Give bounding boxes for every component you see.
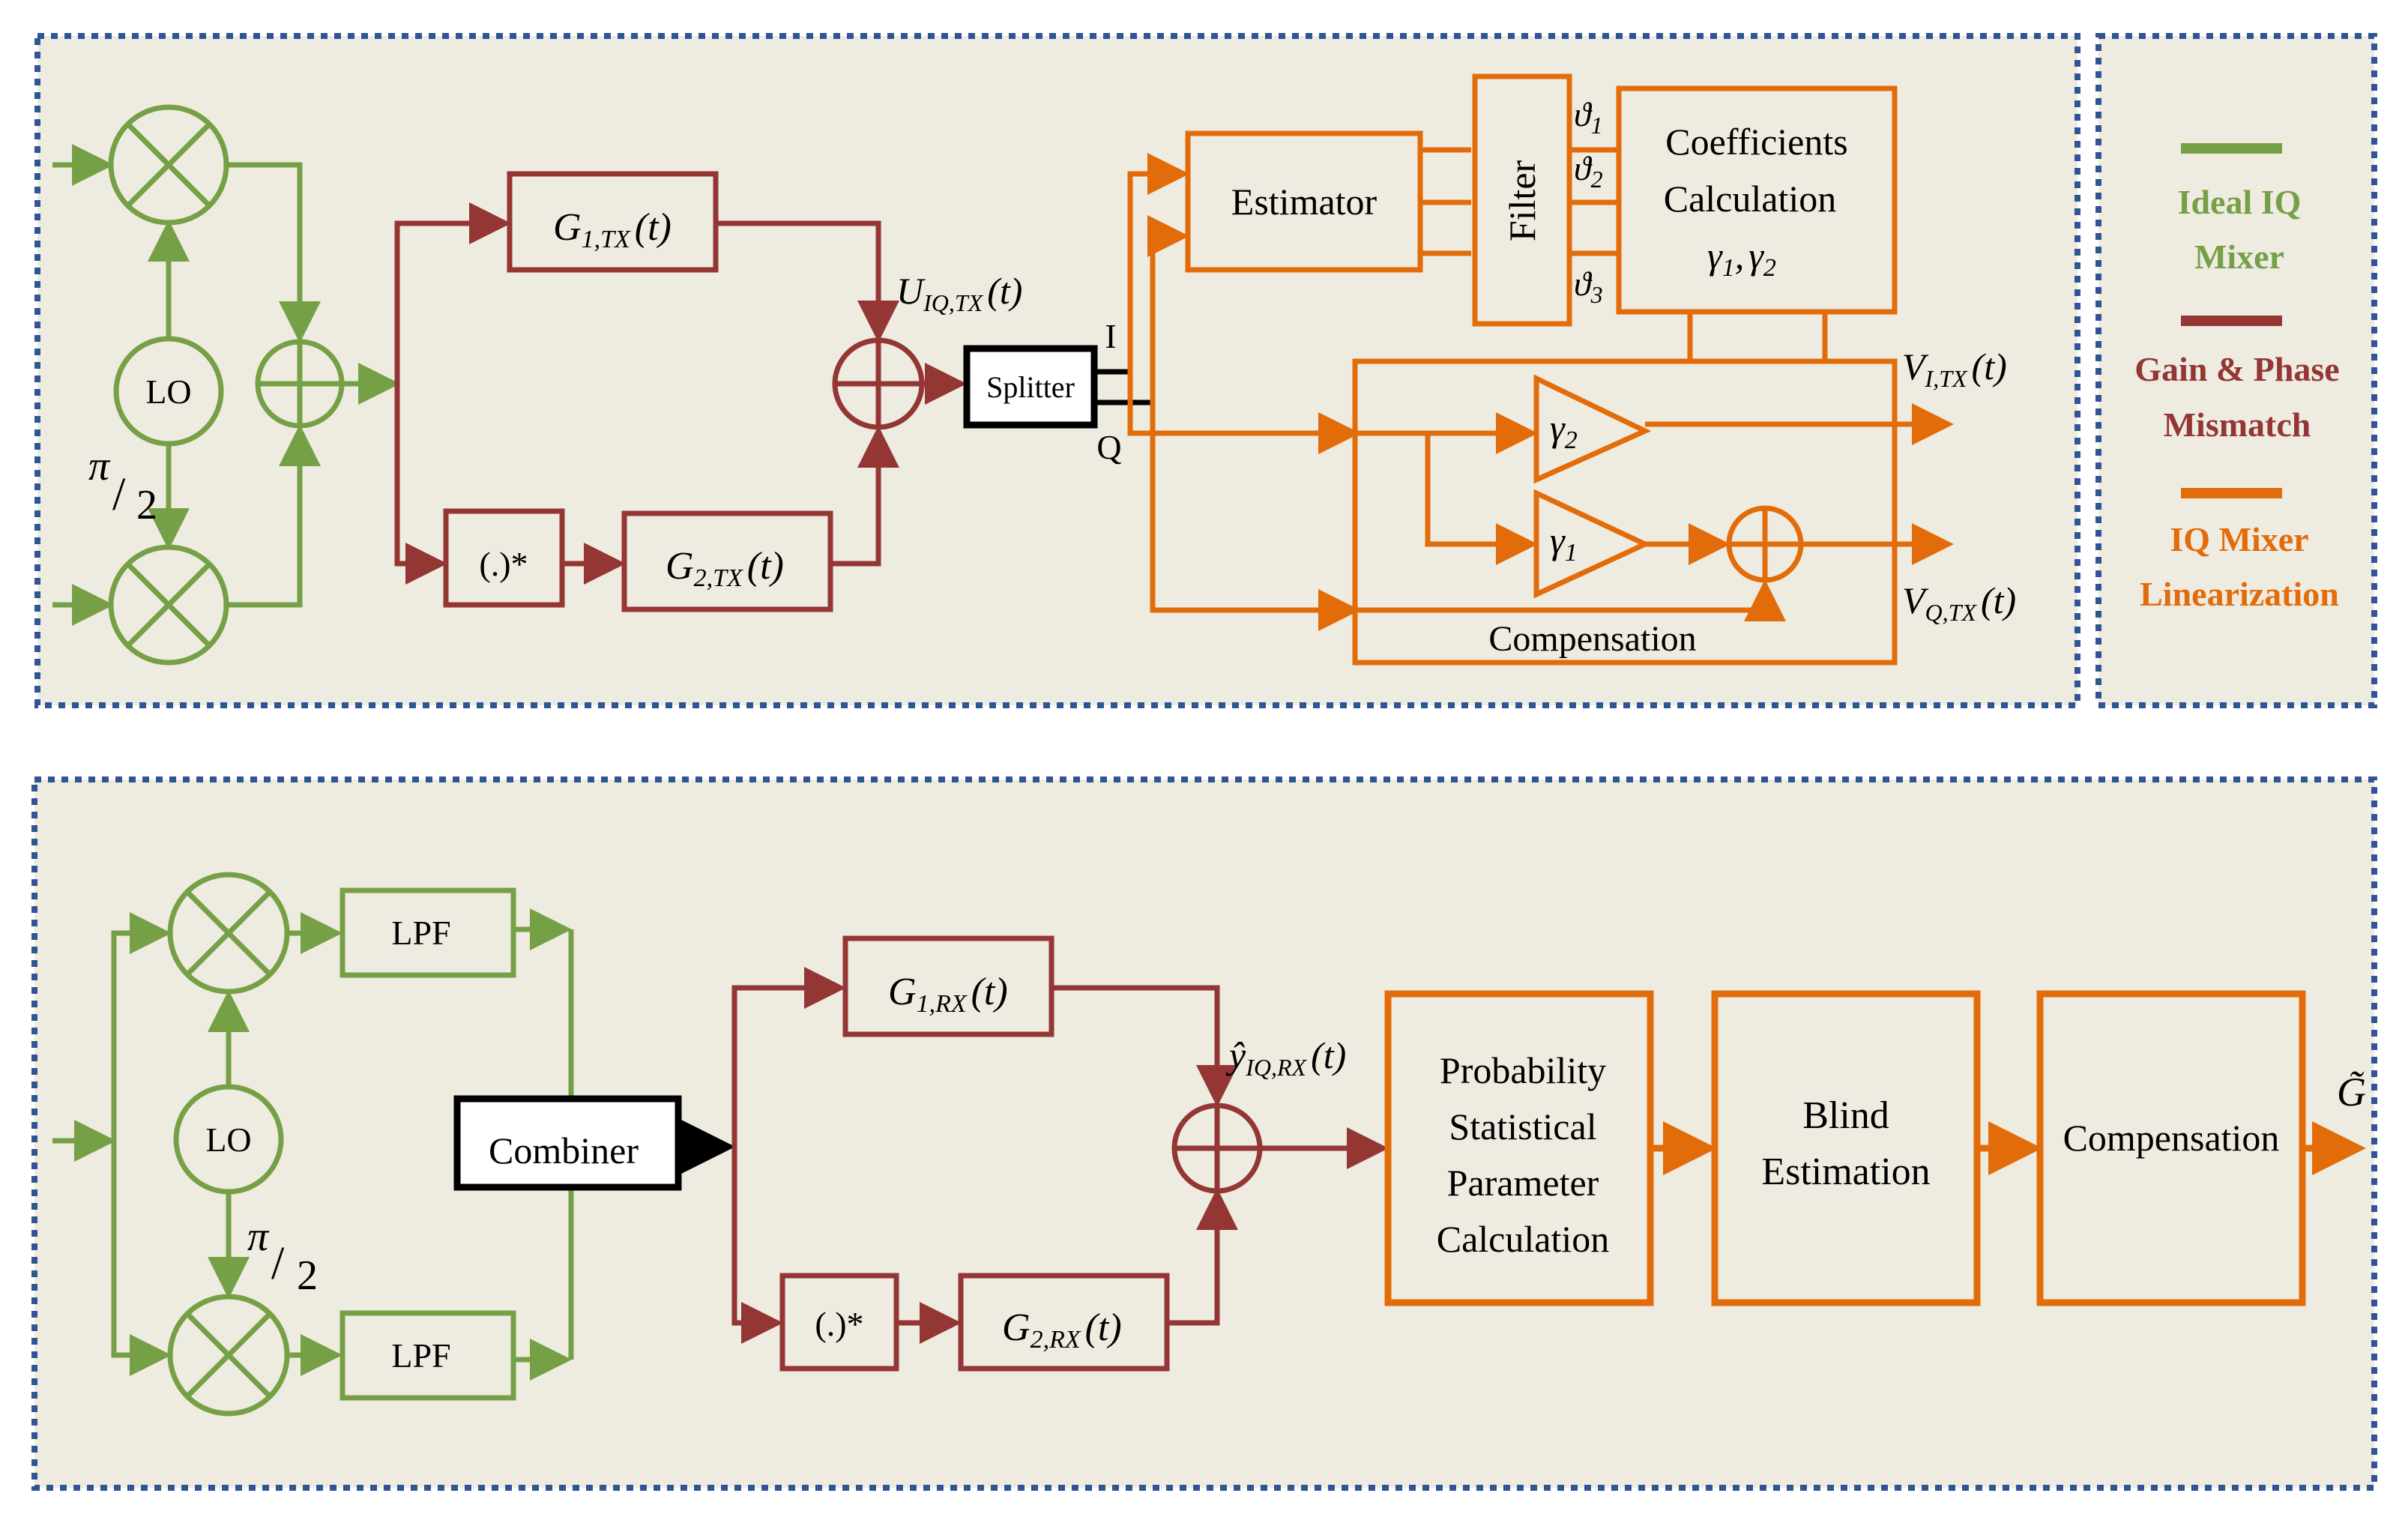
legend-lin-line2: Linearization [2140, 575, 2339, 613]
rx-comp-label: Compensation [2063, 1117, 2280, 1159]
tx-splitter-box [963, 345, 1098, 429]
tx-coef-line1: Coefficients [1665, 121, 1847, 163]
tx-gamma2-label: γ2 [1550, 407, 1578, 454]
tx-ideal-mixer [52, 104, 400, 666]
rx-blind-line2: Estimation [1761, 1150, 1930, 1193]
tx-g2-label: G2,TX(t) [666, 545, 784, 592]
tx-i-label: I [1105, 317, 1116, 355]
tx-q-path [1147, 215, 1189, 402]
tx-gamma1-label: γ1 [1550, 519, 1578, 567]
tx-g2-to-adder [830, 426, 899, 567]
svg-text:UIQ,TX(t): UIQ,TX(t) [896, 270, 1022, 316]
legend-ideal-line1: Ideal IQ [2178, 183, 2302, 221]
tx-compensation-label: Compensation [1488, 619, 1696, 659]
rx-g1-label: G1,RX(t) [888, 971, 1008, 1018]
tx-q-to-comp-adder [1355, 579, 1786, 621]
legend-ideal-line2: Mixer [2194, 238, 2284, 276]
tx-i-to-comp [1127, 372, 1360, 454]
rx-lpf-top-box [340, 887, 516, 978]
rx-g2-to-adder [1167, 1188, 1238, 1326]
tx-theta1: ϑ1 [1574, 95, 1603, 139]
tx-split-to-conj [394, 384, 447, 585]
tx-splitter-label: Splitter [986, 370, 1075, 404]
tx-coef-box [1616, 85, 1898, 315]
rx-linearization [1384, 990, 2366, 1306]
rx-input-to-mixer-bottom [111, 1141, 172, 1376]
rx-panel [31, 776, 2377, 1491]
tx-q-to-comp [1150, 402, 1360, 631]
tx-g1-label: G1,TX(t) [553, 206, 672, 253]
tx-u-label: UIQ,TX(t) [896, 270, 1022, 316]
tx-theta2: ϑ2 [1574, 149, 1603, 193]
tx-vq-label: VQ,TX(t) [1902, 579, 2016, 626]
tx-phase-slash: / [112, 469, 126, 520]
rx-output-label: G̃ [2337, 1070, 2366, 1115]
tx-gamma1-amp [1533, 489, 1652, 599]
svg-text:G1,TX(t): G1,TX(t) [553, 206, 672, 253]
tx-q-label: Q [1096, 428, 1121, 466]
tx-mix-top-to-adder [226, 162, 321, 343]
rx-lpf-bottom-label: LPF [391, 1336, 450, 1375]
tx-conj-box [443, 508, 565, 608]
rx-combiner-label: Combiner [489, 1130, 639, 1171]
rx-phase-pi: π [247, 1213, 270, 1260]
rx-prob-line4: Calculation [1437, 1218, 1610, 1260]
legend-lin-line1: IQ Mixer [2170, 520, 2308, 558]
rx-prob-line3: Parameter [1447, 1162, 1599, 1204]
tx-conj-label: (.)* [479, 545, 528, 583]
tx-split-to-g1 [394, 202, 511, 384]
tx-linearization [1127, 73, 1954, 666]
rx-lpf-bottom-box [340, 1310, 516, 1401]
tx-theta3: ϑ3 [1574, 265, 1603, 308]
tx-phase-pi: π [88, 443, 111, 489]
rx-lo-label: LO [205, 1121, 251, 1159]
tx-i-path [1127, 153, 1189, 372]
tx-comp-branch [1425, 433, 1538, 565]
rx-prob-line2: Statistical [1449, 1106, 1596, 1147]
tx-mismatch [394, 171, 967, 612]
rx-mismatch [731, 935, 1389, 1372]
rx-blind-line1: Blind [1802, 1094, 1889, 1137]
rx-y-label: ŷIQ,RX(t) [1225, 1034, 1346, 1081]
rx-ideal-mixer [52, 872, 574, 1417]
rx-g2-label: G2,RX(t) [1002, 1306, 1122, 1354]
tx-g1-to-adder [716, 220, 899, 343]
tx-coef-gammas: γ1,γ2 [1707, 235, 1776, 282]
tx-mix-bottom-to-adder [226, 424, 321, 608]
tx-filter-label: Filter [1501, 160, 1543, 241]
rx-split-to-g1 [731, 967, 846, 1147]
rx-phase-slash: / [271, 1238, 285, 1289]
rx-split-to-conj [731, 1147, 783, 1344]
legend-mismatch-line2: Mismatch [2164, 405, 2311, 444]
tx-gamma2-amp [1533, 374, 1652, 484]
rx-conj-label: (.)* [815, 1305, 863, 1343]
tx-lo-label: LO [145, 373, 191, 411]
rx-phase-den: 2 [297, 1252, 318, 1299]
rx-combiner-box [453, 1095, 682, 1191]
rx-prob-line1: Probability [1440, 1049, 1606, 1091]
tx-vi-label: VI,TX(t) [1902, 346, 2007, 392]
rx-g1-to-adder [1051, 985, 1238, 1107]
tx-estimator-label: Estimator [1231, 181, 1377, 223]
tx-phase-den: 2 [136, 482, 157, 528]
svg-text:G2,TX(t): G2,TX(t) [666, 545, 784, 592]
tx-coef-line2: Calculation [1664, 178, 1837, 220]
rx-lpf-top-label: LPF [391, 914, 450, 952]
rx-input-to-mixer-top [111, 912, 172, 1141]
legend-mismatch-line1: Gain & Phase [2134, 350, 2339, 388]
tx-compensation-box [1352, 358, 1898, 666]
